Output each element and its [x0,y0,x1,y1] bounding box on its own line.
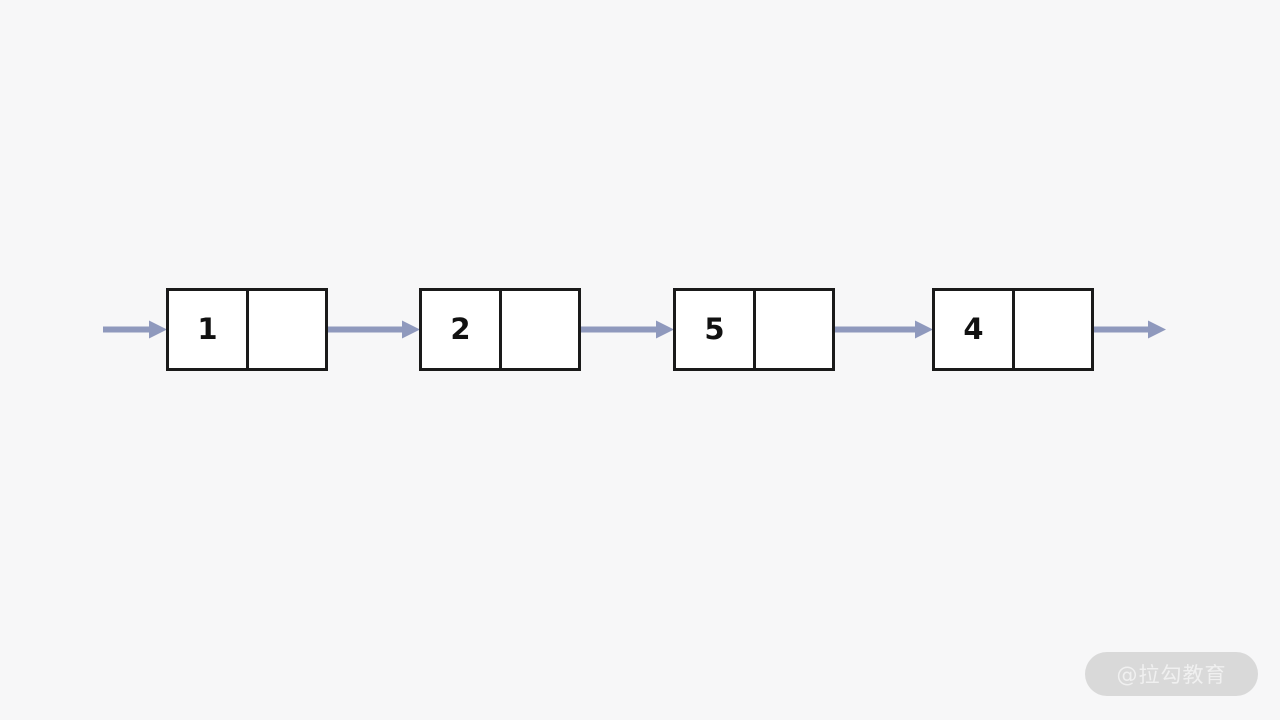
node-value: 1 [169,291,249,368]
node-next-pointer-cell [1015,291,1091,368]
watermark-badge: @拉勾教育 [1085,652,1258,696]
arrow-head-pointer [103,319,167,340]
arrow-link-1-2 [328,319,420,340]
node-value: 5 [676,291,756,368]
node-next-pointer-cell [756,291,832,368]
list-node-2[interactable]: 2 [419,288,581,371]
arrow-link-2-5 [581,319,674,340]
arrow-link-5-4 [835,319,933,340]
list-node-1[interactable]: 1 [166,288,328,371]
node-next-pointer-cell [502,291,578,368]
node-next-pointer-cell [249,291,325,368]
node-value: 2 [422,291,502,368]
list-node-3[interactable]: 5 [673,288,835,371]
arrow-tail-pointer [1094,319,1166,340]
node-value: 4 [935,291,1015,368]
list-node-4[interactable]: 4 [932,288,1094,371]
watermark-text: @拉勾教育 [1116,663,1227,687]
